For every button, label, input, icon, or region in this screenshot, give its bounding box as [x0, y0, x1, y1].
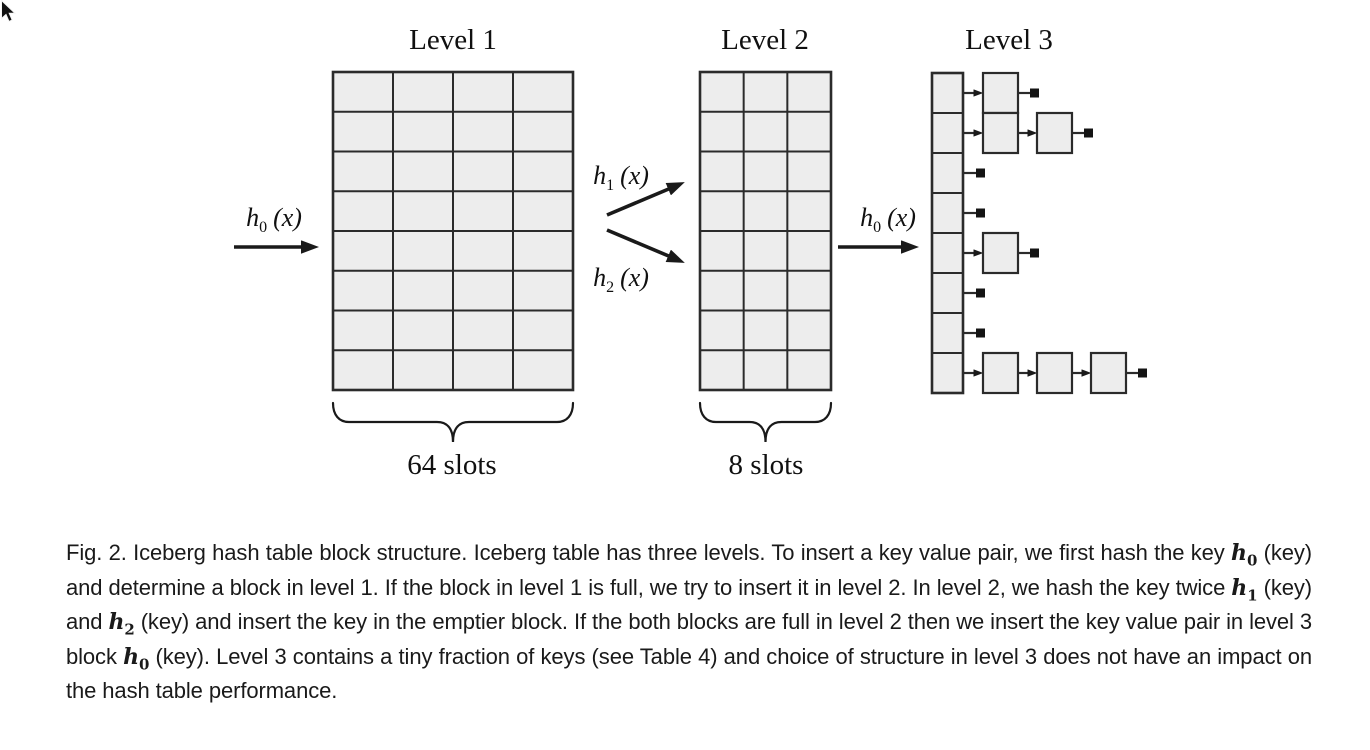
caption-segment: 1: [1247, 585, 1258, 604]
caption-segment: (key) and: [66, 574, 1312, 635]
hash-label-h0-left: h0(x): [246, 203, 302, 237]
list-terminator: [976, 328, 985, 338]
caption-segment: (key) and insert the key in the emptier …: [66, 609, 1312, 669]
caption-segment: h: [1231, 540, 1247, 566]
chain-box: [1035, 111, 1074, 155]
list-terminator: [1084, 128, 1093, 138]
level1-slots-label: 64 slots: [407, 449, 497, 481]
chain-box: [981, 231, 1020, 275]
caption-segment: 2: [124, 620, 135, 639]
figure-caption: Fig. 2. Iceberg hash table block structu…: [66, 536, 1312, 708]
level3-title: Level 3: [965, 24, 1053, 56]
slot-braces: [331, 401, 833, 443]
list-terminator: [1138, 368, 1147, 378]
h1-arrow: [606, 182, 685, 217]
level2-title: Level 2: [721, 24, 809, 56]
hash-label-h2: h2(x): [593, 263, 649, 297]
caption-segment: h: [123, 643, 139, 670]
caption-segment: h: [1231, 574, 1248, 601]
level1-brace: [331, 401, 575, 443]
level2-grid: [698, 70, 833, 392]
chain-box: [981, 111, 1020, 155]
chain-box: [981, 71, 1020, 115]
caption-segment: (key). Level 3 contains a tiny fraction …: [66, 643, 1312, 704]
level1-title: Level 1: [409, 24, 497, 56]
hash-label-h0-right: h0(x): [860, 203, 916, 237]
chain-box: [981, 351, 1020, 395]
chain-box: [1089, 351, 1128, 395]
mouse-cursor-icon: [1, 0, 17, 23]
list-terminator: [976, 208, 985, 218]
caption-segment: (key) and determine a block in level 1. …: [66, 540, 1313, 600]
caption-segment: h: [108, 609, 125, 635]
hash-arrows: [234, 182, 919, 263]
caption-segment: Fig. 2. Iceberg hash table block structu…: [66, 540, 1232, 565]
list-terminator: [1030, 248, 1039, 258]
caption-segment: 0: [138, 654, 150, 673]
list-terminator: [976, 288, 985, 298]
list-terminator: [1030, 88, 1039, 98]
level2-slots-label: 8 slots: [728, 449, 804, 481]
level3-structure: [930, 71, 1147, 395]
list-terminator: [976, 168, 985, 178]
caption-segment: 0: [1246, 551, 1258, 570]
level2-brace: [698, 401, 833, 443]
hash-label-h1: h1(x): [593, 161, 649, 195]
iceberg-diagram: [234, 70, 1147, 443]
level1-grid: [331, 70, 575, 392]
h2-arrow: [606, 228, 685, 263]
chain-box: [1035, 351, 1074, 395]
